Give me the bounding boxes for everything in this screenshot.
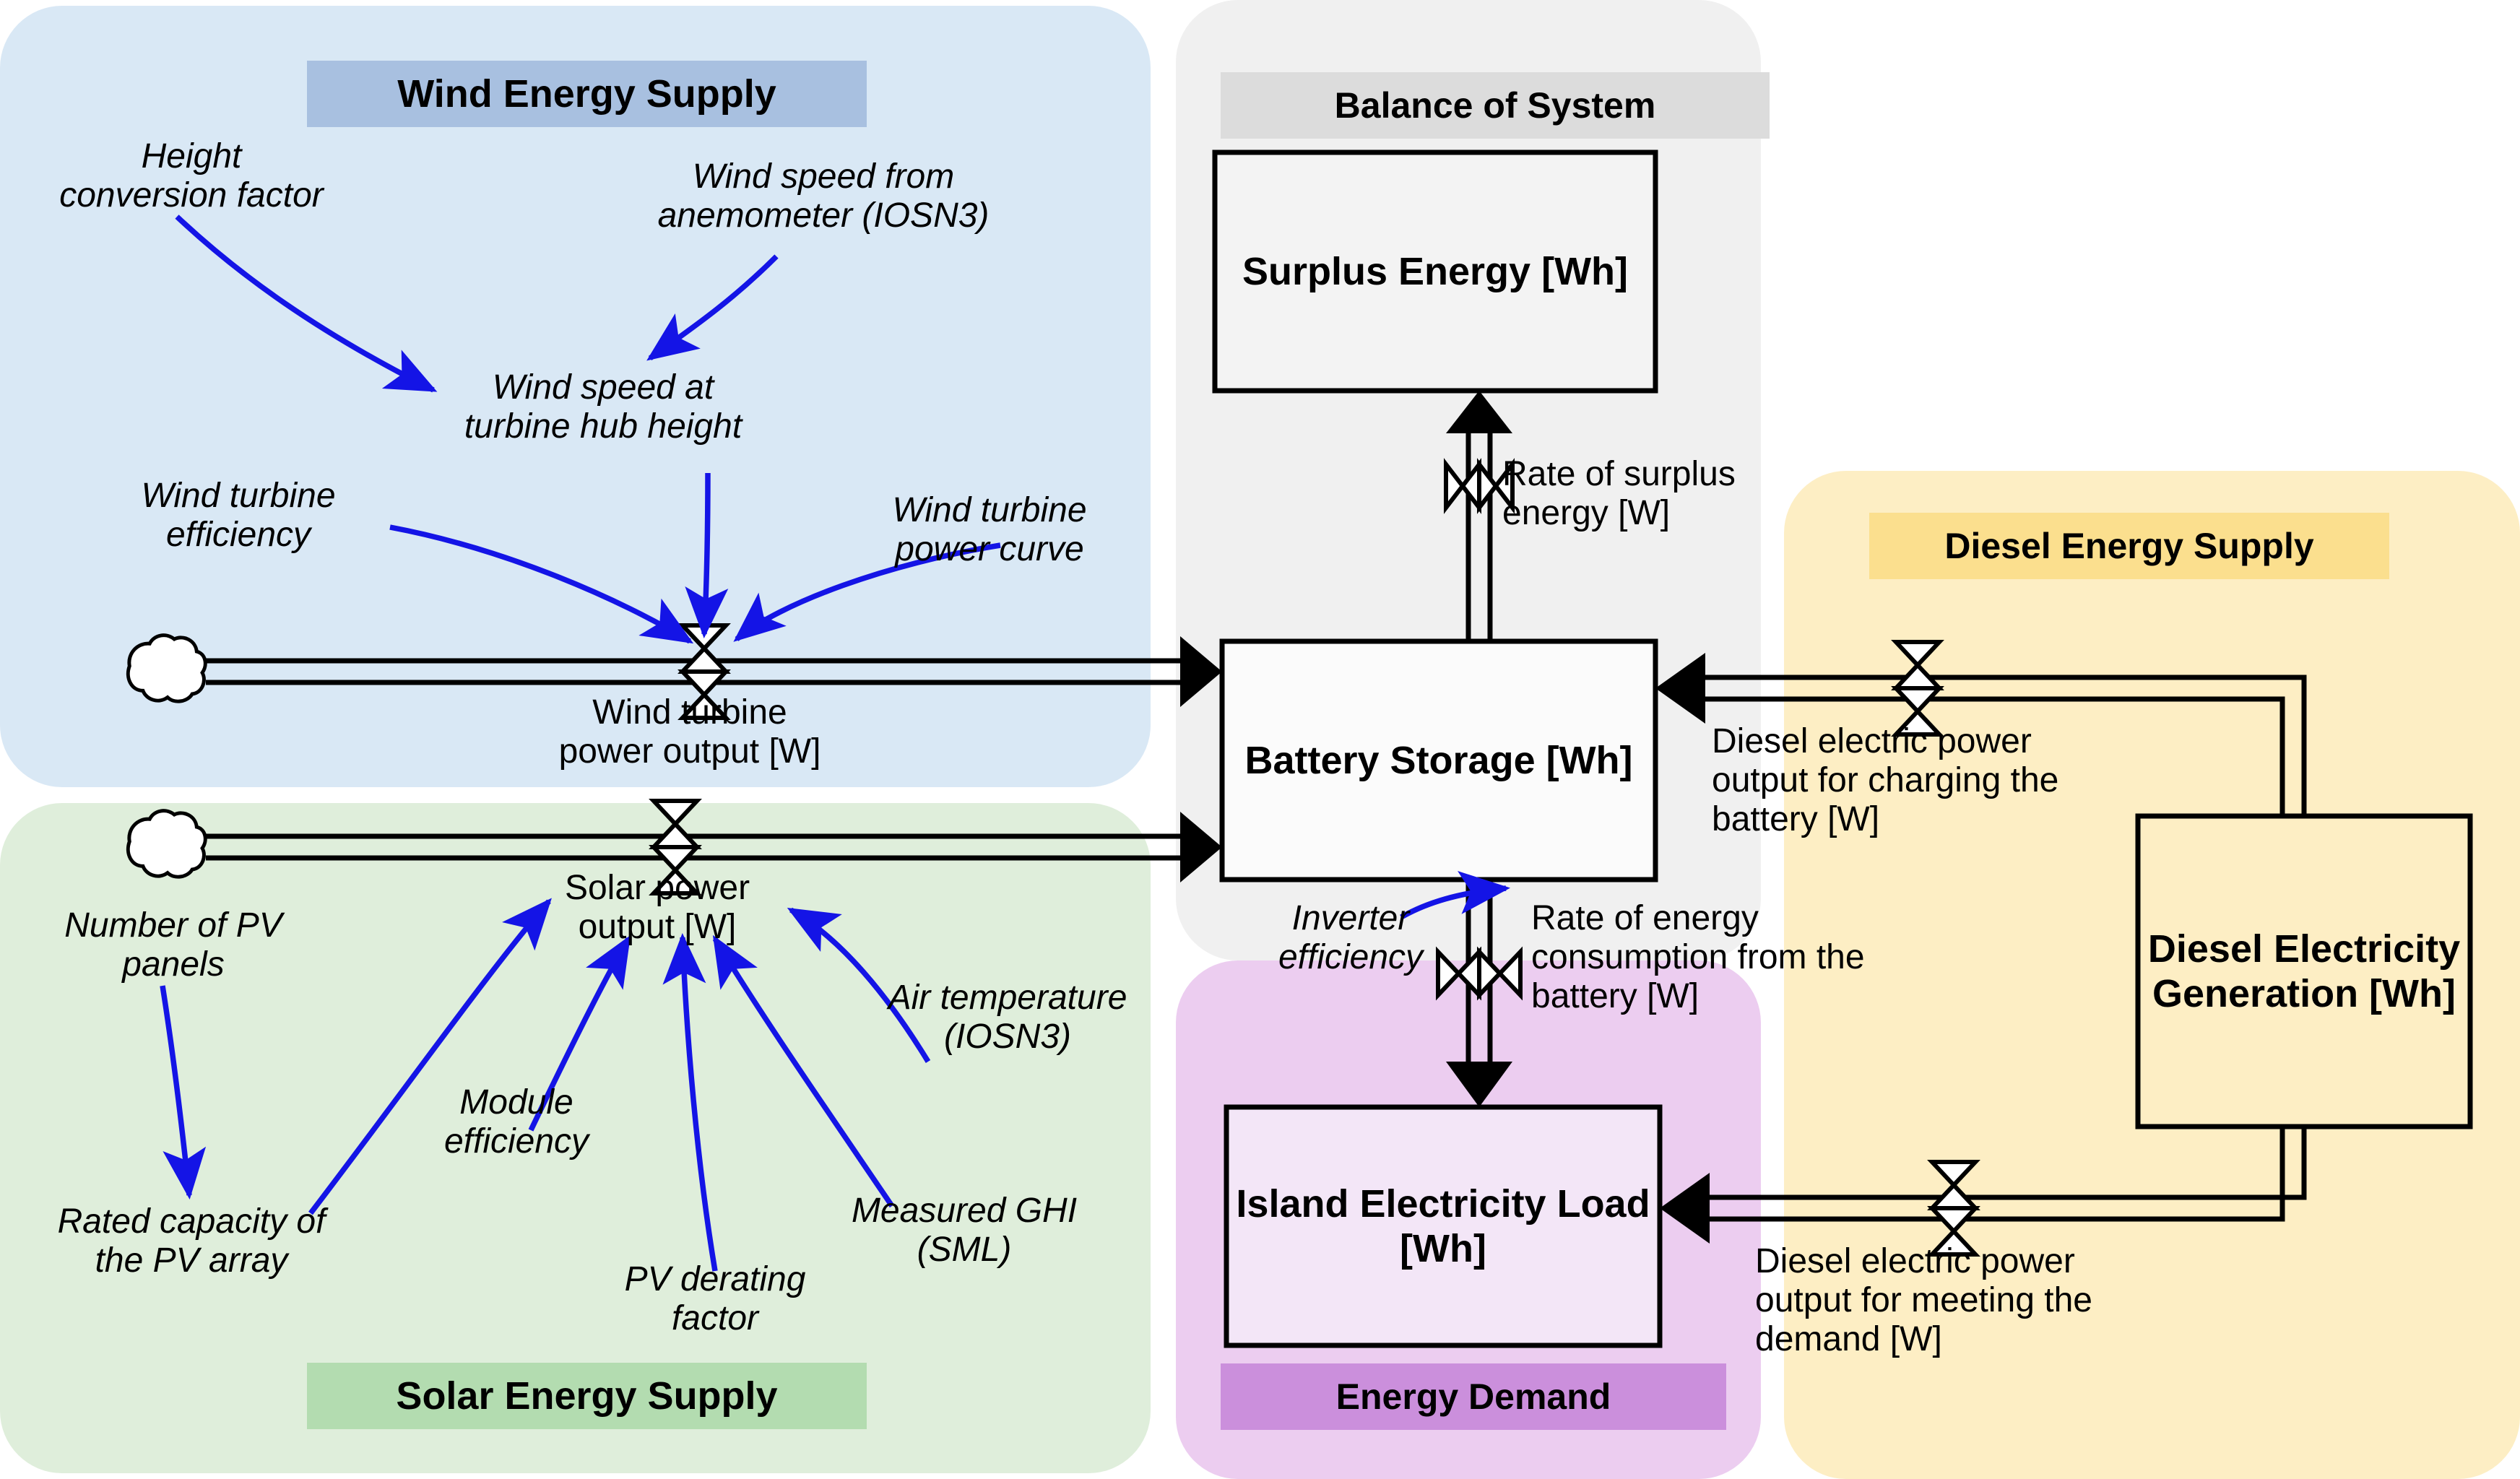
stock-surplus-energy[interactable]: Surplus Energy [Wh] — [1215, 152, 1655, 391]
flow-rate-of-energy-consumption[interactable]: Rate of energy consumption from the batt… — [1531, 899, 1865, 1015]
valve-rate-of-surplus-energy — [1444, 458, 1515, 514]
stock-battery-storage[interactable]: Battery Storage [Wh] — [1222, 641, 1655, 880]
stock-battery-storage-label: Battery Storage [Wh] — [1244, 738, 1633, 782]
panel-title-demand-label: Energy Demand — [1335, 1376, 1611, 1417]
flow-pipe-diesel-charging-battery — [1655, 640, 2307, 816]
aux-number-of-pv-panels[interactable]: Number of PV panels — [64, 906, 282, 984]
cloud-source-solar — [126, 809, 207, 879]
cloud-source-wind — [126, 633, 207, 703]
aux-rated-capacity-pv-array[interactable]: Rated capacity of the PV array — [57, 1202, 326, 1280]
valve-rate-of-energy-consumption — [1436, 946, 1523, 1001]
link-number-pv-panels-to-rated-capacity — [160, 985, 207, 1200]
aux-wind-speed-hub-height[interactable]: Wind speed at turbine hub height — [464, 368, 742, 446]
panel-solar-title-bar — [307, 1363, 867, 1429]
flow-pipe-rate-of-surplus-energy — [1444, 391, 1515, 641]
link-power-curve-to-power-output — [733, 542, 1001, 642]
stock-box-surplus-energy — [1212, 149, 1658, 394]
aux-air-temperature[interactable]: Air temperature (IOSN3) — [888, 979, 1127, 1056]
panel-title-wind: Wind Energy Supply — [307, 61, 867, 127]
panel-title-solar: Solar Energy Supply — [307, 1363, 867, 1429]
stock-diesel-generation-label: Diesel Electricity Generation [Wh] — [2147, 927, 2461, 1015]
panel-title-diesel-label: Diesel Energy Supply — [1944, 526, 2314, 566]
link-wind-speed-hub-to-power-output — [685, 472, 729, 638]
aux-wind-turbine-power-curve[interactable]: Wind turbine power curve — [892, 491, 1087, 568]
link-pv-derating-to-solar-output — [662, 933, 718, 1272]
flow-diesel-meeting-demand[interactable]: Diesel electric power output for meeting… — [1755, 1242, 2092, 1358]
valve-diesel-charging-battery — [1891, 640, 1944, 737]
link-measured-ghi-to-solar-output — [712, 934, 895, 1208]
stock-diesel-generation[interactable]: Diesel Electricity Generation [Wh] — [2138, 816, 2470, 1127]
stock-surplus-energy-label: Surplus Energy [Wh] — [1242, 249, 1628, 293]
panel-bos-title-bar — [1221, 72, 1770, 139]
flow-pipe-diesel-meeting-demand — [1660, 1127, 2307, 1257]
panel-title-solar-label: Solar Energy Supply — [396, 1374, 778, 1418]
link-wind-turbine-efficiency-to-power-output — [389, 524, 694, 644]
panel-wind-background — [0, 6, 1151, 787]
valve-solar-power-output — [649, 799, 702, 895]
panel-title-demand: Energy Demand — [1221, 1363, 1726, 1430]
aux-wind-turbine-efficiency[interactable]: Wind turbine efficiency — [141, 477, 336, 554]
valve-diesel-meeting-demand — [1927, 1160, 1980, 1257]
link-height-conversion-to-wind-speed-hub — [175, 214, 438, 393]
panel-title-wind-label: Wind Energy Supply — [397, 72, 776, 116]
stock-box-island-load — [1224, 1104, 1663, 1348]
stock-box-diesel-generation — [2135, 813, 2473, 1129]
link-module-efficiency-to-solar-output — [528, 934, 631, 1132]
flow-wind-turbine-power-output[interactable]: Wind turbine power output [W] — [558, 693, 821, 771]
aux-pv-derating-factor[interactable]: PV derating factor — [624, 1260, 806, 1337]
flow-diesel-charging-battery[interactable]: Diesel electric power output for chargin… — [1712, 722, 2059, 838]
aux-wind-speed-anemometer[interactable]: Wind speed from anemometer (IOSN3) — [657, 157, 990, 235]
aux-height-conversion-factor[interactable]: Height conversion factor — [59, 137, 324, 214]
flow-pipe-solar-power-output — [126, 799, 1222, 895]
panel-title-bos-label: Balance of System — [1334, 85, 1656, 126]
panel-diesel-title-bar — [1869, 513, 2389, 579]
link-inverter-efficiency-to-consumption — [1400, 871, 1510, 920]
stock-island-load-label: Island Electricity Load [Wh] — [1236, 1181, 1650, 1270]
panel-title-diesel: Diesel Energy Supply — [1869, 513, 2389, 579]
aux-measured-ghi[interactable]: Measured GHI (SML) — [851, 1192, 1078, 1269]
aux-module-efficiency[interactable]: Module efficiency — [443, 1083, 589, 1161]
stock-island-load[interactable]: Island Electricity Load [Wh] — [1226, 1107, 1660, 1345]
link-anemometer-to-wind-speed-hub — [646, 254, 779, 361]
link-air-temperature-to-solar-output — [787, 907, 931, 1063]
link-rated-capacity-to-solar-output — [308, 898, 552, 1215]
flow-solar-power-output[interactable]: Solar power output [W] — [564, 869, 750, 946]
stock-box-battery-storage — [1219, 638, 1658, 882]
panel-wind-title-bar — [307, 61, 867, 127]
aux-inverter-efficiency[interactable]: Inverter efficiency — [1278, 899, 1424, 976]
panel-title-bos: Balance of System — [1221, 72, 1770, 139]
panel-demand-title-bar — [1221, 1363, 1726, 1430]
flow-rate-of-surplus-energy[interactable]: Rate of surplus energy [W] — [1502, 455, 1736, 532]
